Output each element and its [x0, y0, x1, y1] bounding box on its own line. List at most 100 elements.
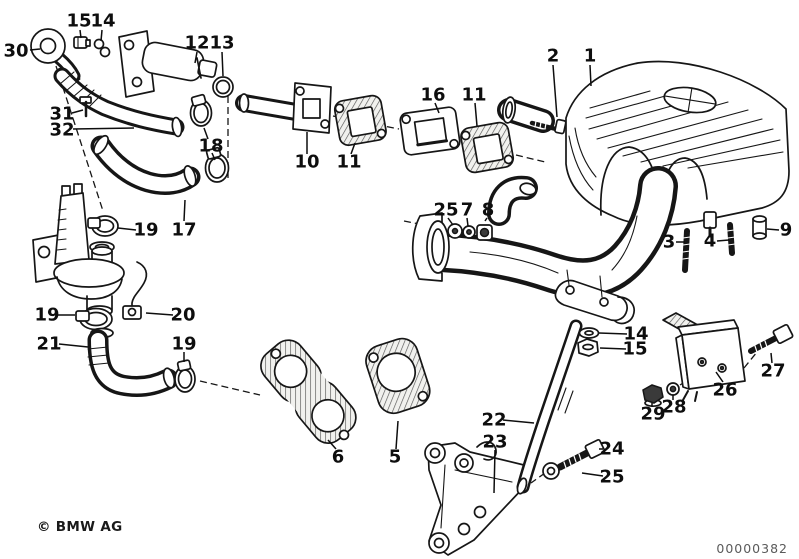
- callout-27: 27: [760, 361, 785, 382]
- callout-leader: [71, 109, 84, 114]
- callout-21: 21: [36, 334, 61, 355]
- callout-leader: [100, 29, 103, 42]
- gasket-5: [365, 337, 431, 415]
- callout-6: 6: [332, 447, 345, 468]
- callout-11: 11: [461, 85, 486, 106]
- callout-23: 23: [482, 432, 507, 453]
- callout-3: 3: [663, 232, 676, 253]
- callout-15: 15: [622, 339, 647, 360]
- bolt-27: [748, 334, 781, 354]
- callout-leader: [581, 472, 604, 477]
- callout-leader: [395, 420, 399, 450]
- callout-leader: [183, 199, 186, 222]
- callout-19: 19: [34, 305, 59, 326]
- callout-leader: [145, 312, 174, 316]
- callout-30: 30: [3, 41, 28, 62]
- callout-20: 20: [170, 305, 195, 326]
- drawing-number: 00000382: [716, 541, 788, 556]
- support-strut-22: [516, 269, 635, 495]
- callout-22: 22: [481, 410, 506, 431]
- nut-15: [73, 36, 88, 49]
- nut-15b: [577, 338, 599, 357]
- callout-19: 19: [133, 220, 158, 241]
- callout-12: 12: [184, 33, 209, 54]
- callout-leader: [466, 217, 469, 227]
- gasket-11b: [460, 121, 515, 174]
- callout-1: 1: [584, 46, 597, 67]
- gasket-6: [260, 339, 357, 444]
- callout-31: 31: [49, 104, 74, 125]
- valve-base: [53, 258, 125, 288]
- callout-leader: [117, 227, 137, 231]
- stud-4: [727, 222, 735, 256]
- holder-clip-20: [131, 261, 148, 310]
- aux-air-valve-assembly: [32, 183, 196, 397]
- callout-leader: [715, 371, 724, 383]
- callout-leader: [58, 343, 89, 348]
- callout-leader: [766, 228, 780, 231]
- washer-14: [93, 38, 105, 50]
- junction-and-gaskets: [235, 82, 567, 174]
- callout-leader: [493, 449, 496, 494]
- callout-25: 25: [599, 467, 624, 488]
- gasket-11a: [333, 94, 387, 147]
- callout-4: 4: [704, 231, 717, 252]
- bmw-roundel: [663, 86, 717, 114]
- callout-14: 14: [623, 324, 648, 345]
- callout-leader: [72, 127, 135, 130]
- callout-leader: [552, 64, 558, 118]
- callout-18: 18: [198, 136, 223, 157]
- flange-16: [399, 106, 461, 156]
- callout-13: 13: [209, 33, 234, 54]
- callout-leader: [502, 419, 535, 424]
- support-bracket-23: [424, 441, 529, 556]
- callout-17: 17: [171, 220, 196, 241]
- sleeve-9: [752, 215, 767, 240]
- callout-leader: [589, 64, 592, 87]
- callout-8: 8: [482, 200, 495, 221]
- callout-leader: [211, 152, 216, 161]
- callout-11: 11: [336, 152, 361, 173]
- callout-leader: [221, 51, 224, 77]
- copyright-text: © BMW AG: [37, 519, 123, 535]
- cap-nut-29: [642, 384, 664, 404]
- callout-leader: [29, 48, 41, 51]
- callout-7: 7: [461, 200, 474, 221]
- callout-leader: [194, 51, 198, 64]
- throttle-switch-26: [642, 312, 794, 408]
- callout-16: 16: [420, 85, 445, 106]
- callout-9: 9: [780, 220, 793, 241]
- callout-leader: [598, 332, 628, 335]
- callout-leader: [474, 102, 478, 127]
- callout-leader: [770, 352, 773, 364]
- callout-leader: [350, 142, 356, 155]
- hose-and-valve-assembly: [30, 28, 234, 195]
- stud-3: [682, 228, 690, 273]
- callout-26: 26: [712, 380, 737, 401]
- callout-leader: [447, 217, 454, 226]
- callout-2: 2: [547, 46, 560, 67]
- callout-5: 5: [389, 447, 402, 468]
- callout-leader: [79, 29, 82, 39]
- callout-28: 28: [661, 397, 686, 418]
- manifold-runners: [411, 166, 678, 299]
- callout-leader: [327, 439, 337, 450]
- callout-32: 32: [49, 120, 74, 141]
- bolt-24-washer-25: [542, 439, 606, 480]
- callout-29: 29: [640, 404, 665, 425]
- intake-plenum: [565, 60, 790, 273]
- callout-19: 19: [171, 334, 196, 355]
- callout-leader: [484, 217, 488, 222]
- callout-leader: [716, 239, 730, 242]
- callout-leader: [599, 347, 627, 350]
- callout-15: 15: [66, 11, 91, 32]
- callout-24: 24: [599, 439, 624, 460]
- callout-10: 10: [294, 152, 319, 173]
- washer-14b: [578, 327, 600, 339]
- callout-leader: [434, 102, 440, 114]
- callout-25: 25: [433, 200, 458, 221]
- callout-14: 14: [90, 11, 115, 32]
